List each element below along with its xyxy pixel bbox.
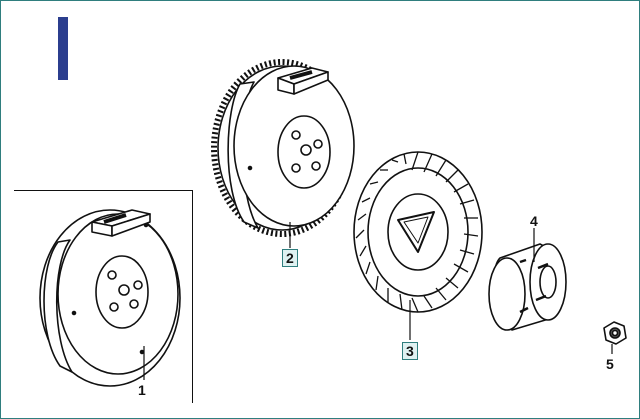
nut-part-5	[603, 321, 627, 345]
part-label-4: 4	[530, 213, 538, 229]
part-label-2: 2	[282, 249, 298, 267]
part-label-5: 5	[606, 356, 614, 372]
cooling-fan-part-3	[353, 151, 483, 313]
section-marker-bar	[58, 17, 68, 80]
starter-cup-part-4	[488, 243, 567, 331]
part-label-1: 1	[138, 382, 146, 398]
leader-lines	[143, 222, 613, 380]
part-label-3: 3	[402, 342, 418, 360]
flywheel-part-1	[39, 209, 181, 387]
part-1-bracket	[14, 190, 193, 403]
ring-gear-flywheel-part-2	[211, 59, 355, 237]
